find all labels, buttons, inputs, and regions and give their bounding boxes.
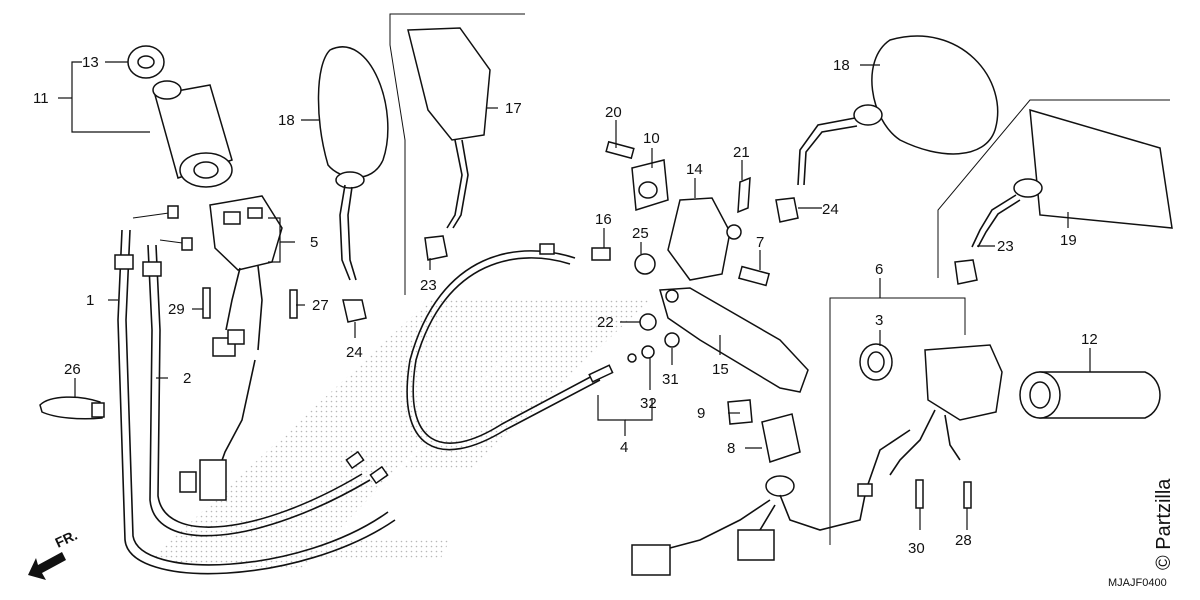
callout-29: 29 [168,301,185,318]
callout-23-right: 23 [997,238,1014,255]
callout-17: 17 [505,100,522,117]
callout-labels: 13 11 5 1 29 27 2 26 18 24 17 23 20 10 1… [33,54,1098,557]
right-wire-harness [631,429,911,576]
left-round-mirror [317,46,389,323]
callout-31: 31 [662,371,679,388]
diagram-code: MJAJF0400 [1108,577,1167,589]
front-arrow: FR. [28,527,80,580]
callout-15: 15 [712,361,729,378]
section-frames [389,13,1170,545]
callout-14: 14 [686,161,703,178]
callout-20: 20 [605,104,622,121]
callout-30: 30 [908,540,925,557]
front-label: FR. [53,527,80,551]
callout-26: 26 [64,361,81,378]
callout-13: 13 [82,54,99,71]
callout-3: 3 [875,312,883,329]
callout-32: 32 [640,395,657,412]
callout-11: 11 [33,90,49,107]
callout-6: 6 [875,261,883,278]
callout-12: 12 [1081,331,1098,348]
halftone-background-logo [150,300,650,570]
switch-screws [202,287,298,319]
clutch-lever-bracket [591,140,770,287]
callout-23-left: 23 [420,277,437,294]
throttle-grip [127,45,233,188]
callout-7: 7 [756,234,764,251]
callout-9: 9 [697,405,705,422]
right-round-mirror [775,35,999,223]
leader-lines [58,61,1091,530]
callout-5: 5 [310,234,318,251]
callout-25: 25 [632,225,649,242]
callout-18-right: 18 [833,57,850,74]
callout-8: 8 [727,440,735,457]
clutch-cable [406,243,637,451]
callout-4: 4 [620,439,628,456]
clutch-lever [659,287,809,393]
left-handlebar-switch [209,195,283,357]
cable-band [39,396,105,420]
callout-28: 28 [955,532,972,549]
left-square-mirror [407,27,491,261]
right-grip [1019,371,1161,419]
lever-nuts [639,313,680,359]
callout-10: 10 [643,130,660,147]
callout-19: 19 [1060,232,1077,249]
callout-21: 21 [733,144,750,161]
callout-16: 16 [595,211,612,228]
callout-24-right: 24 [822,201,839,218]
left-wire-harness [179,359,256,501]
throttle-cables [114,205,396,575]
callout-1: 1 [86,292,94,309]
callout-27: 27 [312,297,329,314]
callout-2: 2 [183,370,191,387]
right-square-mirror [954,108,1173,285]
relay-parts [727,399,801,463]
callout-24-left: 24 [346,344,363,361]
right-handlebar-switch [859,343,1003,509]
callout-22: 22 [597,314,614,331]
partzilla-watermark: © Partzilla [1153,478,1175,570]
callout-18-left: 18 [278,112,295,129]
